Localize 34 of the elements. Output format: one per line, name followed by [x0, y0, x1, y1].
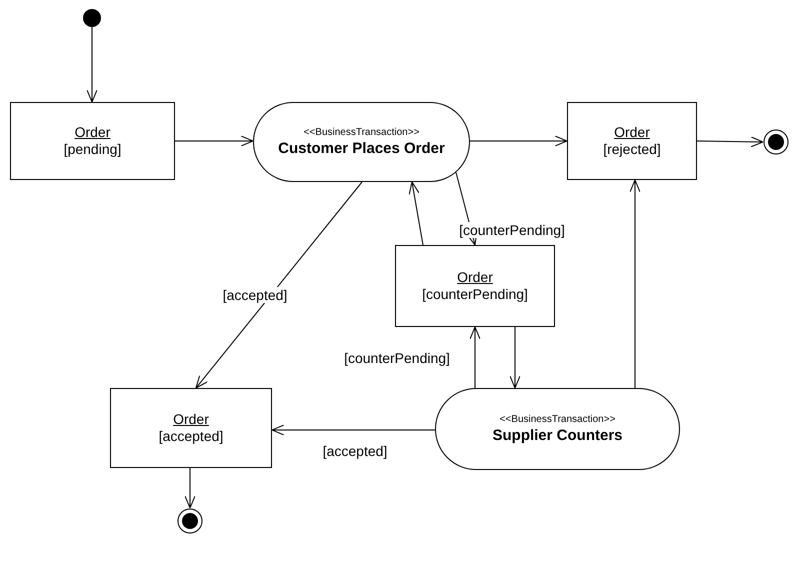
state-label: [counterPending] — [422, 286, 528, 303]
arrow — [272, 424, 436, 436]
state-label: [accepted] — [158, 428, 224, 445]
object-name: Order — [457, 269, 493, 286]
state-label: [rejected] — [603, 141, 661, 158]
arrow — [630, 180, 640, 388]
edge-label: [counterPending] — [343, 350, 451, 366]
arrow — [510, 326, 520, 388]
object-name: Order — [173, 411, 209, 428]
state-box — [10, 102, 175, 180]
arrow — [184, 468, 196, 508]
edge-label: [accepted] — [222, 287, 288, 303]
arrow — [196, 182, 362, 388]
activity-name: Customer Places Order — [278, 139, 445, 158]
final-node — [177, 508, 203, 534]
arrow — [174, 136, 254, 146]
arrow — [470, 136, 568, 146]
stereotype-label: <<BusinessTransaction>> — [304, 126, 420, 139]
activity-name: Supplier Counters — [492, 426, 622, 445]
arrow — [470, 326, 480, 388]
arrow — [408, 182, 424, 246]
final-node — [763, 129, 789, 155]
state-box — [395, 245, 555, 327]
edge-label: [counterPending] — [458, 222, 566, 238]
object-name: Order — [74, 124, 110, 141]
initial-node — [83, 9, 101, 27]
object-name: Order — [614, 124, 650, 141]
state-box — [110, 388, 272, 468]
arrow — [696, 136, 764, 148]
stereotype-label: <<BusinessTransaction>> — [500, 413, 616, 426]
state-label: [pending] — [64, 141, 122, 158]
state-box — [567, 102, 697, 180]
arrow — [86, 26, 98, 102]
edge-label: [accepted] — [322, 443, 388, 459]
